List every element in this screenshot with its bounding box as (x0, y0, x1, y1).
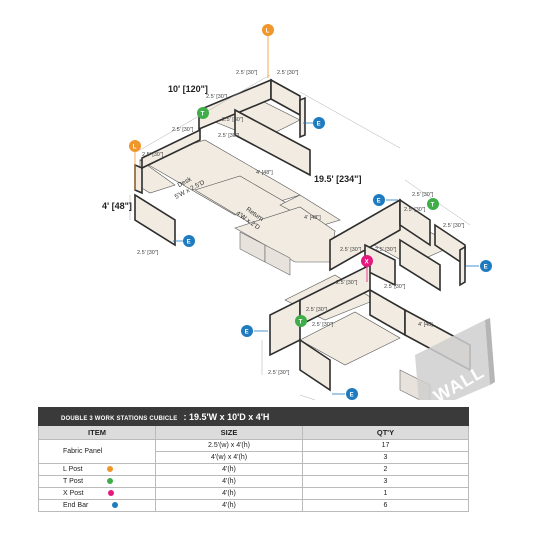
t-post-badge: T (431, 202, 435, 208)
l-post-badge: L (133, 144, 137, 150)
qty-cell: 2 (302, 463, 469, 476)
table-header-row: ITEM SIZE QT'Y (38, 425, 469, 440)
width-dimension: 10' [120"] (168, 84, 208, 94)
height-dimension: 4' [48"] (102, 201, 132, 211)
qty-cell: 17 (302, 439, 469, 452)
l-post-marker-icon (129, 140, 141, 152)
dimension-labels: 10' [120"] 19.5' [234"] 4' [48"] 2.5' [3… (102, 70, 465, 376)
dim-label: 2.5' [30"] (312, 322, 334, 328)
dim-label: 2.5' [30"] (412, 192, 434, 198)
header-qty: QT'Y (302, 425, 469, 440)
end-bar-badge: E (187, 239, 191, 245)
dim-label: 2.5' [30"] (384, 284, 406, 290)
end-bar-badge: E (317, 121, 321, 127)
dim-label: 2.5' [30"] (268, 370, 290, 376)
t-post-dot-icon (107, 478, 114, 485)
dim-label: 2.5' [30"] (443, 223, 465, 229)
l-post-badge: L (266, 28, 270, 34)
dim-label: 2.5' [30"] (277, 70, 299, 76)
dim-label: 2.5' [30"] (340, 247, 362, 253)
item-l-post: L Post (63, 466, 83, 473)
dim-label: 2.5' [30"] (172, 127, 194, 133)
dim-label: 2.5' [30"] (404, 207, 426, 213)
x-post-marker-icon (361, 255, 373, 267)
qty-cell: 3 (302, 451, 469, 464)
dim-label: 2.5' [30"] (206, 94, 228, 100)
x-post-dot-icon (107, 490, 114, 497)
x-post-badge: X (365, 259, 369, 265)
size-cell: 2.5'(w) x 4'(h) (155, 439, 303, 452)
dim-label: 4' [48] (418, 322, 433, 328)
t-post-marker-icon (427, 198, 439, 210)
dim-label: 2.5' [30"] (336, 280, 358, 286)
size-cell: 4'(h) (155, 475, 303, 488)
size-cell: 4'(h) (155, 487, 303, 500)
table-dimensions: : 19.5'W x 10'D x 4'H (183, 411, 270, 422)
end-bar-marker-icon (480, 260, 492, 272)
table-row: End Bar 4'(h) 6 (38, 499, 469, 512)
parts-table: DOUBLE 3 WORK STATIONS CUBICLE : 19.5'W x… (38, 407, 469, 512)
fabric-panels (134, 78, 471, 392)
qty-cell: 6 (302, 499, 469, 512)
dim-label: 4' [48"] (256, 170, 273, 176)
t-post-marker-icon (197, 107, 209, 119)
item-x-post: X Post (63, 490, 84, 497)
table-title-row: DOUBLE 3 WORK STATIONS CUBICLE : 19.5'W x… (38, 407, 469, 426)
header-size: SIZE (155, 425, 303, 440)
end-bar-badge: E (245, 329, 249, 335)
cubicle-isometric-diagram: WALL 10' [120"] 19.5' [234"] 4' [48"] 2.… (102, 24, 495, 400)
l-post-marker-icon (262, 24, 274, 36)
item-t-post: T Post (63, 478, 84, 485)
dim-label: 2.5' [30"] (142, 152, 164, 158)
end-bar-marker-icon (346, 388, 358, 400)
table-row: 4'(w) x 4'(h) 3 (39, 451, 469, 464)
dim-label: 4' [48"] (304, 215, 321, 221)
size-cell: 4'(h) (155, 463, 303, 476)
table-row: L Post 4'(h) 2 (38, 463, 469, 476)
size-cell: 4'(h) (155, 499, 303, 512)
dim-label: 2.5' [30"] (137, 250, 159, 256)
t-post-marker-icon (295, 315, 307, 327)
end-bar-marker-icon (373, 194, 385, 206)
end-bar-marker-icon (313, 117, 325, 129)
end-bar-dot-icon (112, 502, 119, 509)
dim-label: 2.5' [30"] (306, 307, 328, 313)
table-title: DOUBLE 3 WORK STATIONS CUBICLE (61, 415, 178, 422)
t-post-badge: T (299, 319, 303, 325)
size-cell: 4'(w) x 4'(h) (155, 451, 303, 464)
table-row: X Post 4'(h) 1 (38, 487, 469, 500)
end-bar-marker-icon (183, 235, 195, 247)
item-end-bar: End Bar (63, 502, 89, 509)
end-bar-badge: E (377, 198, 381, 204)
length-dimension: 19.5' [234"] (314, 174, 361, 184)
t-post-badge: T (201, 111, 205, 117)
dim-label: 2.5' [30"] (236, 70, 258, 76)
table-row: T Post 4'(h) 3 (38, 475, 469, 488)
l-post-dot-icon (106, 466, 113, 473)
table-row: Fabric Panel 2.5'(w) x 4'(h) 17 (38, 439, 469, 464)
end-bar-markers: E E E E E E (173, 117, 492, 400)
post-markers: L L T T T X (129, 24, 439, 327)
dim-label: 2.5' [30"] (222, 117, 244, 123)
end-bar-badge: E (484, 264, 488, 270)
dim-label: 2.5' [30"] (375, 247, 397, 253)
item-fabric-panel: Fabric Panel (38, 439, 156, 464)
qty-cell: 3 (302, 475, 469, 488)
qty-cell: 1 (302, 487, 469, 500)
header-item: ITEM (38, 425, 156, 440)
end-bar-marker-icon (241, 325, 253, 337)
end-bar-badge: E (350, 392, 354, 398)
dim-label: 2.5' [30"] (218, 133, 240, 139)
